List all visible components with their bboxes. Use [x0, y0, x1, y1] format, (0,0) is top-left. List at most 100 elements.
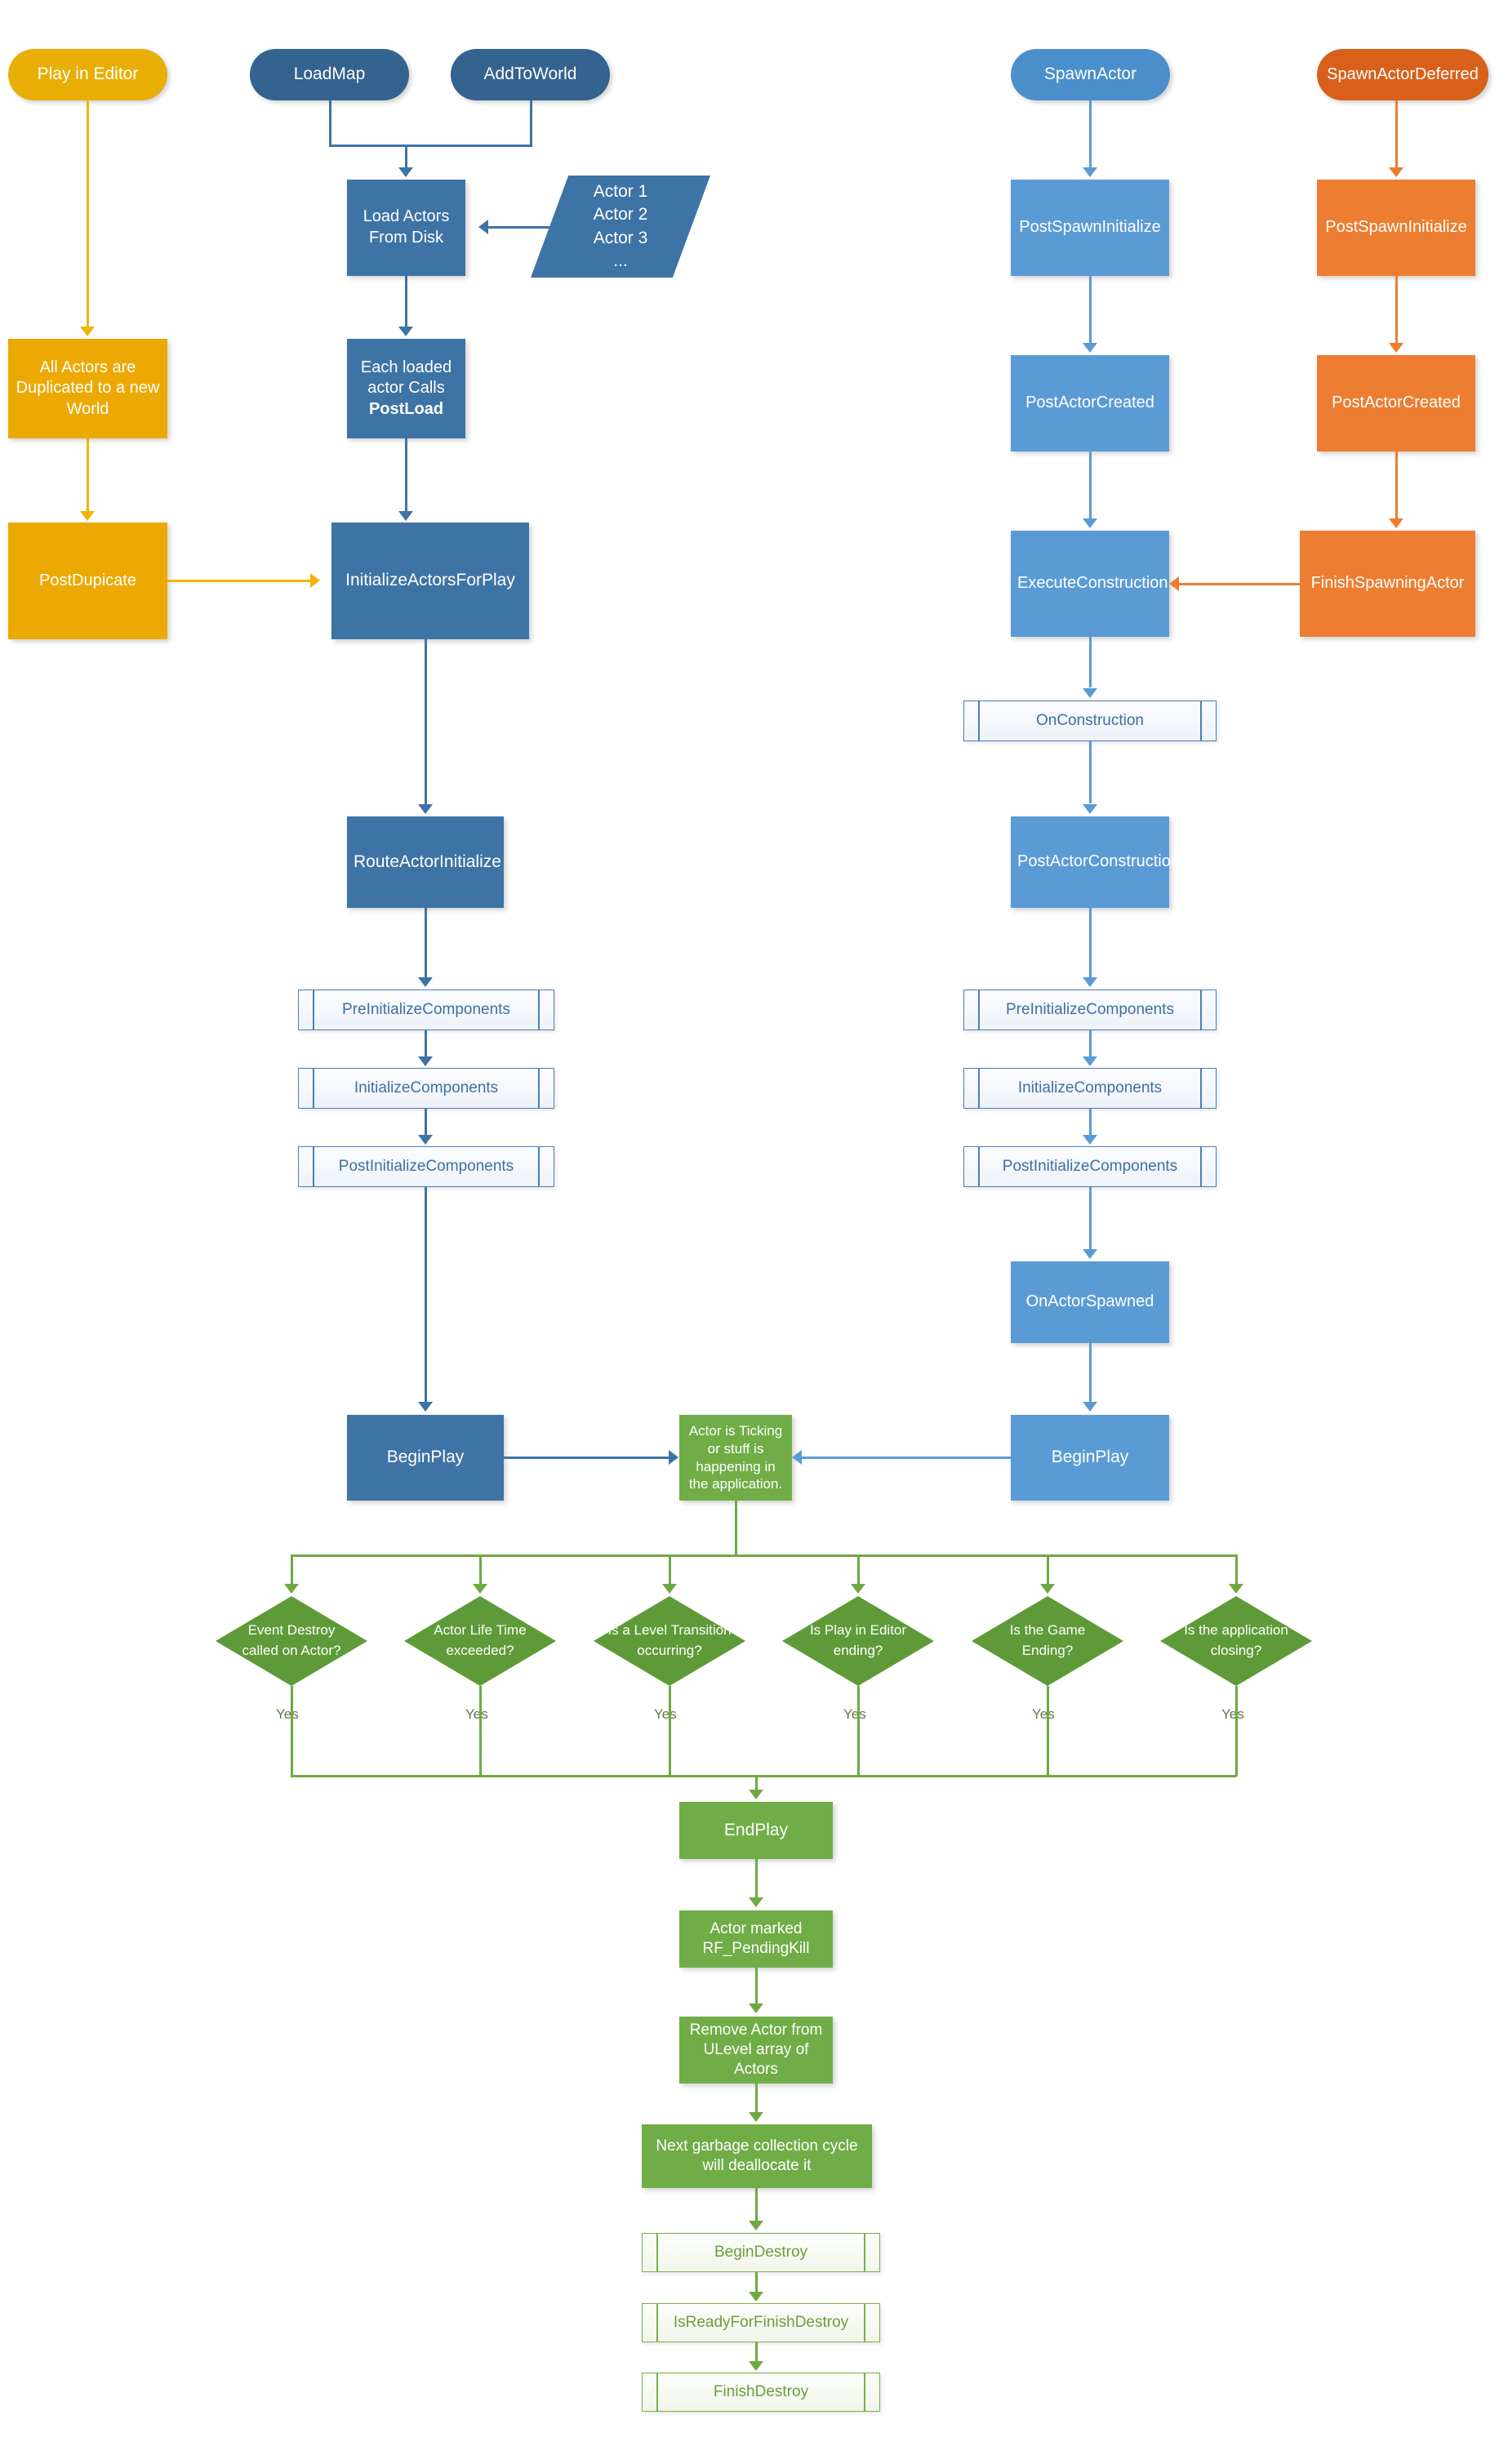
node-label: Actor 1 Actor 2 Actor 3 ...: [531, 180, 710, 273]
node-garbage-collection[interactable]: Next garbage collection cycle will deall…: [642, 2124, 872, 2188]
arrowhead: [1083, 804, 1097, 814]
connector-actorlist-to-loadactors: [488, 226, 567, 229]
node-label: ExecuteConstruction: [1017, 574, 1168, 593]
node-each-loaded-actor-postload[interactable]: Each loaded actor Calls PostLoad: [347, 339, 465, 438]
decision-level-transition[interactable]: Is a Level Transition occurring?: [594, 1596, 745, 1686]
connector-pie-to-duplicate: [87, 100, 89, 328]
node-all-actors-duplicated[interactable]: All Actors are Duplicated to a new World: [8, 339, 167, 438]
actor-3-label: Actor 3: [593, 228, 648, 247]
node-initialize-actors-for-play[interactable]: InitializeActorsForPlay: [331, 523, 529, 639]
node-label: PostDupicate: [39, 571, 136, 589]
connector-onconstruction-to-postactorconstruction: [1089, 741, 1092, 803]
arrowhead: [80, 511, 95, 521]
node-load-map[interactable]: LoadMap: [250, 49, 409, 100]
node-post-duplicate[interactable]: PostDupicate: [8, 523, 167, 639]
node-finish-destroy[interactable]: FinishDestroy: [642, 2373, 880, 2412]
node-label: InitializeComponents: [1017, 1079, 1163, 1096]
connector-loadactors-to-postload: [405, 276, 407, 328]
arrowhead: [1083, 1249, 1097, 1259]
node-label: Is the application closing?: [1184, 1622, 1288, 1658]
decision-game-ending[interactable]: Is the Game Ending?: [972, 1596, 1123, 1686]
node-label: AddToWorld: [483, 64, 577, 84]
arrowhead: [749, 1897, 763, 1907]
node-label: PreInitializeComponents: [342, 1001, 510, 1018]
node-begin-destroy[interactable]: BeginDestroy: [642, 2233, 880, 2272]
connector-bus-drop-1: [291, 1554, 293, 1586]
connector-finishspawning-to-execconstruction: [1179, 583, 1301, 585]
node-spawn-actor-deferred[interactable]: SpawnActorDeferred: [1317, 49, 1488, 100]
arrowhead: [473, 1584, 487, 1594]
node-play-in-editor[interactable]: Play in Editor: [8, 49, 167, 100]
yes-label-1: Yes: [276, 1706, 299, 1722]
node-label: PostSpawnInitialize: [1325, 218, 1467, 237]
arrowhead: [1083, 167, 1097, 177]
node-left-begin-play[interactable]: BeginPlay: [347, 1415, 504, 1501]
decision-actor-lifetime[interactable]: Actor Life Time exceeded?: [404, 1596, 556, 1686]
connector-postinit-to-beginplay-left: [425, 1187, 427, 1403]
arrowhead: [1040, 1584, 1055, 1594]
node-label: BeginPlay: [1051, 1448, 1129, 1467]
node-deferred-post-actor-created[interactable]: PostActorCreated: [1317, 355, 1475, 451]
node-spawn-actor[interactable]: SpawnActor: [1011, 49, 1170, 100]
decision-event-destroy[interactable]: Event Destroy called on Actor?: [216, 1596, 367, 1686]
node-label: BeginDestroy: [714, 2244, 808, 2261]
node-left-initialize-components[interactable]: InitializeComponents: [298, 1068, 554, 1109]
arrowhead: [1083, 518, 1097, 528]
node-execute-construction[interactable]: ExecuteConstruction: [1011, 531, 1169, 637]
node-label: Is Play in Editor ending?: [809, 1622, 907, 1658]
node-label: Actor marked RF_PendingKill: [702, 1919, 810, 1957]
node-spawn-post-spawn-initialize[interactable]: PostSpawnInitialize: [1011, 180, 1169, 276]
connector-orange-postcreated-to-finishspawning: [1395, 451, 1398, 518]
connector-spawnactor-to-postspawn: [1089, 100, 1092, 167]
connector-onactorspawned-to-beginplay-right: [1089, 1343, 1092, 1403]
node-spawn-post-actor-created[interactable]: PostActorCreated: [1011, 355, 1169, 451]
node-label: Actor is Ticking or stuff is happening i…: [688, 1423, 783, 1492]
node-label: FinishDestroy: [713, 2383, 809, 2400]
node-right-initialize-components[interactable]: InitializeComponents: [963, 1068, 1217, 1109]
connector-postload-to-initactors: [405, 438, 407, 512]
arrowhead: [284, 1584, 299, 1594]
node-right-begin-play[interactable]: BeginPlay: [1011, 1415, 1169, 1501]
yes-label-6: Yes: [1221, 1706, 1244, 1722]
node-add-to-world[interactable]: AddToWorld: [451, 49, 610, 100]
node-label: BeginPlay: [386, 1448, 465, 1467]
node-is-ready-for-finish-destroy[interactable]: IsReadyForFinishDestroy: [642, 2303, 880, 2342]
node-on-construction[interactable]: OnConstruction: [963, 701, 1217, 741]
decision-play-in-editor-ending[interactable]: Is Play in Editor ending?: [782, 1596, 934, 1686]
connector-loadmap-down: [329, 100, 331, 146]
node-label: PostActorCreated: [1332, 394, 1461, 412]
connector-pendingkill-to-removeactor: [755, 1968, 758, 2004]
node-right-pre-initialize-components[interactable]: PreInitializeComponents: [963, 990, 1217, 1030]
node-label: Event Destroy called on Actor?: [242, 1622, 341, 1658]
node-left-pre-initialize-components[interactable]: PreInitializeComponents: [298, 990, 554, 1030]
arrowhead: [749, 2361, 763, 2371]
node-load-actors-from-disk[interactable]: Load Actors From Disk: [347, 180, 465, 276]
actor-ellipsis: ...: [613, 251, 628, 270]
node-label: Is a Level Transition occurring?: [607, 1622, 732, 1658]
node-left-post-initialize-components[interactable]: PostInitializeComponents: [298, 1146, 554, 1187]
arrowhead: [749, 2221, 763, 2230]
node-finish-spawning-actor[interactable]: FinishSpawningActor: [1300, 531, 1475, 637]
connector-init-to-postinit-right: [1089, 1109, 1092, 1136]
connector-collector-bus: [291, 1775, 1236, 1777]
node-right-post-initialize-components[interactable]: PostInitializeComponents: [963, 1146, 1217, 1187]
node-label: EndPlay: [723, 1820, 789, 1839]
connector-preinit-to-init-right: [1089, 1030, 1092, 1058]
yes-label-2: Yes: [465, 1706, 488, 1722]
node-label: RouteActorInitialize: [354, 852, 501, 871]
node-route-actor-initialize[interactable]: RouteActorInitialize: [347, 816, 504, 908]
connector-endplay-to-pendingkill: [755, 1859, 758, 1898]
node-deferred-post-spawn-initialize[interactable]: PostSpawnInitialize: [1317, 180, 1475, 276]
node-post-actor-construction[interactable]: PostActorConstruction: [1011, 816, 1180, 908]
node-on-actor-spawned[interactable]: OnActorSpawned: [1011, 1261, 1169, 1343]
decision-application-closing[interactable]: Is the application closing?: [1160, 1596, 1312, 1686]
arrowhead: [80, 327, 95, 336]
node-remove-actor-from-ulevel[interactable]: Remove Actor from ULevel array of Actors: [679, 2017, 833, 2084]
connector-yes-drop-3: [669, 1686, 671, 1777]
node-actor-is-ticking[interactable]: Actor is Ticking or stuff is happening i…: [679, 1415, 792, 1501]
node-end-play[interactable]: EndPlay: [679, 1802, 833, 1859]
node-actor-marked-pending-kill[interactable]: Actor marked RF_PendingKill: [679, 1910, 833, 1968]
connector-bus-drop-2: [479, 1554, 482, 1586]
node-label: PostActorConstruction: [1017, 852, 1180, 871]
